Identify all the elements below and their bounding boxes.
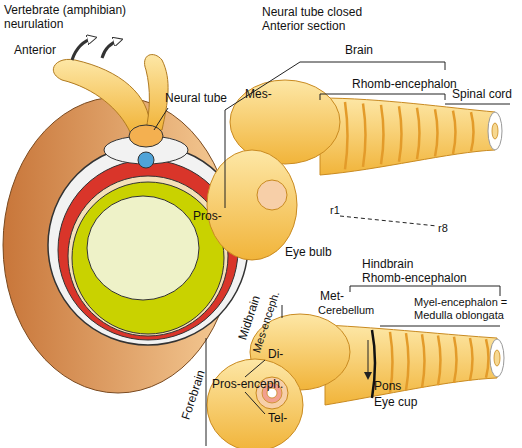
rhombomere-boundary	[453, 111, 456, 154]
rhombomere-boundary	[435, 109, 438, 156]
central-canal	[492, 123, 498, 139]
rhombomere-boundary	[406, 333, 409, 390]
part-label: Myel-encephalon = Medulla oblongata	[414, 296, 522, 321]
pons-arrow	[368, 340, 369, 378]
neural-tube-section	[129, 125, 163, 147]
yolk-mass	[72, 182, 224, 334]
part-label: Neural tube closed Anterior section	[262, 6, 382, 34]
embryo-illustration	[3, 38, 248, 393]
part-label: Anterior	[14, 44, 56, 58]
part-label: Pons	[374, 380, 401, 394]
rhombomere-boundary	[422, 334, 425, 387]
rhombomere-boundary	[471, 112, 474, 151]
part-label: Di-	[268, 348, 283, 362]
bracket-line	[320, 94, 445, 100]
part-label: r8	[438, 222, 448, 235]
part-label: Spinal cord	[452, 88, 512, 102]
part-label: Vertebrate (amphibian) neurulation	[4, 4, 139, 32]
part-label: Brain	[345, 44, 373, 58]
spinal-cord-end	[490, 339, 504, 377]
part-label: Forebrain	[180, 368, 209, 421]
rhombomere-boundary	[417, 108, 420, 159]
central-canal	[494, 350, 500, 366]
archenteron	[87, 196, 199, 300]
bracket-line	[445, 104, 510, 105]
section-endoderm	[68, 176, 228, 336]
rhombomere-range	[340, 216, 437, 226]
bracket-line	[350, 286, 500, 296]
rhombomere-boundary	[363, 103, 366, 166]
part-label: Mes-	[245, 88, 272, 102]
bracket-line	[245, 360, 265, 377]
notochord	[138, 152, 154, 168]
part-label: Neural tube	[165, 92, 227, 106]
part-label: Cerebellum	[318, 304, 374, 317]
rhombomere-boundary	[399, 106, 402, 161]
part-label: Tel-	[268, 412, 287, 426]
anterior-arrow	[102, 40, 120, 58]
part-label: Pros-	[193, 210, 222, 224]
rhombomere-boundary	[381, 105, 384, 164]
bracket-line	[380, 326, 500, 327]
rhombomere-boundary	[486, 339, 489, 378]
part-label: Hindbrain	[362, 258, 413, 272]
leader-line	[154, 108, 168, 130]
part-label: r1	[330, 204, 340, 217]
rhombomere-boundary	[454, 337, 457, 383]
rhombomere-boundary	[345, 102, 348, 169]
part-label: Rhomb-encephalon	[352, 78, 457, 92]
rhombomere-boundary	[470, 338, 473, 380]
part-label: Eye bulb	[285, 246, 332, 260]
anterior-arrow	[72, 38, 94, 60]
rhombencephalon-tube	[320, 98, 495, 175]
neural-fold-left	[53, 59, 150, 132]
hindbrain-tube	[325, 325, 497, 405]
part-label: Pros-enceph.	[212, 378, 283, 392]
embryo-body	[3, 97, 233, 393]
part-label: Eye cup	[374, 396, 417, 410]
bracket-line	[282, 305, 283, 318]
eye-bulb	[257, 180, 287, 210]
bracket-line	[206, 338, 207, 446]
prosencephalon-vesicle	[207, 150, 297, 260]
forebrain-vesicle	[207, 359, 303, 448]
bracket-line	[245, 392, 265, 414]
spinal-cord-end	[488, 112, 502, 150]
part-label: Met-	[320, 290, 344, 304]
part-label: Rhomb-encephalon	[362, 272, 467, 286]
rhombomere-boundary	[438, 336, 441, 386]
neural-fold-right	[145, 55, 169, 130]
